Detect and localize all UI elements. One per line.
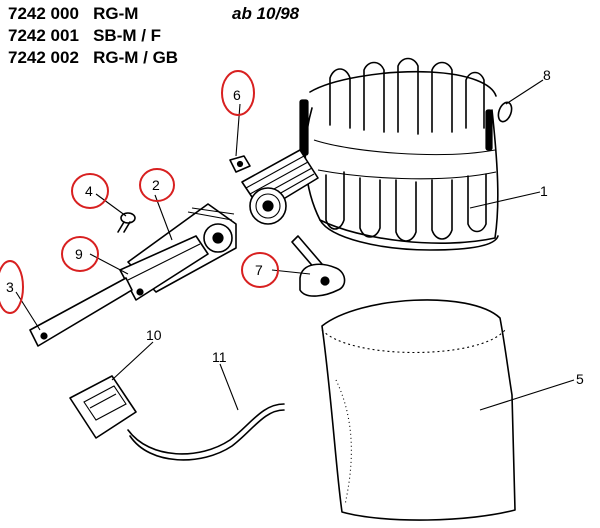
callout-9: 9 (75, 246, 83, 262)
callout-5: 5 (576, 371, 584, 387)
part-code: 7242 000 (8, 4, 79, 23)
model-name: SB-M / F (93, 26, 162, 45)
part-3-rod (29, 277, 133, 347)
callout-2: 2 (152, 177, 160, 193)
callout-8: 8 (543, 67, 551, 83)
header-line-3: 7242 002 RG-M / GB (8, 48, 178, 68)
part-11-cable (127, 403, 285, 461)
part-code: 7242 001 (8, 26, 79, 45)
part-1-cage (299, 57, 499, 251)
callout-11: 11 (212, 349, 227, 365)
cage-hinge (241, 149, 319, 225)
callout-10: 10 (146, 327, 162, 343)
callout-6: 6 (233, 87, 241, 103)
highlight-marks (0, 70, 279, 314)
model-name: RG-M / GB (93, 48, 179, 67)
leader-lines (15, 79, 575, 411)
part-5-filter-bag (321, 299, 516, 521)
validity-date: ab 10/98 (232, 4, 300, 23)
part-4-screw (117, 212, 136, 233)
callout-3: 3 (6, 279, 14, 295)
header-line-2: 7242 001 SB-M / F (8, 26, 161, 46)
part-7-wing-screw (291, 235, 346, 297)
model-name: RG-M (93, 4, 139, 23)
part-8-washer (497, 101, 513, 123)
header-line-1: 7242 000 RG-M (8, 4, 138, 24)
callout-1: 1 (540, 183, 548, 199)
callout-7: 7 (255, 262, 263, 278)
part-6-nut (229, 155, 251, 173)
callout-4: 4 (85, 183, 93, 199)
part-code: 7242 002 (8, 48, 79, 67)
part-10-switch (69, 375, 137, 439)
